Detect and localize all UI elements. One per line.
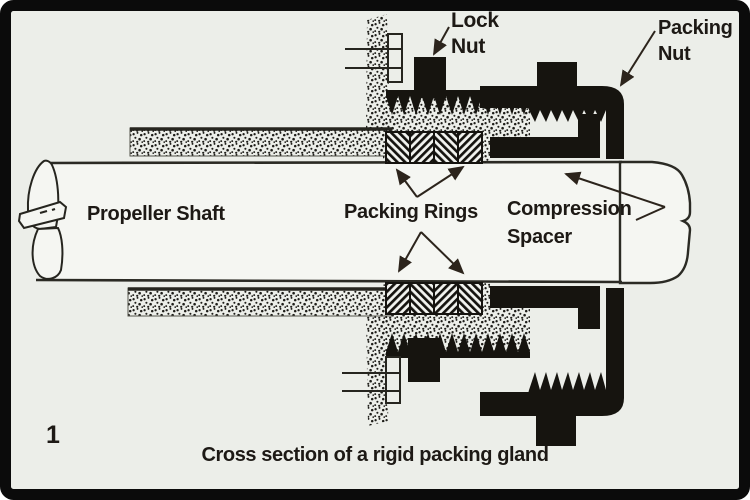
lock-nut-shape: [408, 57, 446, 382]
compression-spacer-arrow-tail: [635, 206, 666, 221]
packing-rings-arrow-top-left: [395, 168, 418, 198]
annotation-arrows: [395, 26, 666, 275]
compression-spacer-arrow: [564, 171, 666, 208]
propeller-shaft-shape: [35, 160, 692, 285]
packing-rings-arrow-top-right: [416, 165, 465, 198]
label-packing-nut: Packing Nut: [658, 15, 733, 67]
flange-bolt-bottom: [342, 356, 401, 404]
propeller-shape: [17, 159, 68, 280]
label-lock-nut-line2: Nut: [451, 35, 486, 58]
label-compression-spacer: Compression Spacer: [507, 195, 632, 251]
label-packing-rings: Packing Rings: [344, 201, 478, 223]
packing-rings-top-shape: [385, 131, 483, 164]
figure-caption: Cross section of a rigid packing gland: [201, 444, 549, 466]
label-lock-nut-line1: Lock: [451, 9, 499, 32]
label-packing-nut-line2: Nut: [658, 43, 691, 65]
label-propeller-shaft: Propeller Shaft: [87, 203, 225, 225]
packing-nut-shape: [480, 62, 624, 446]
label-packing-nut-line1: Packing: [658, 17, 733, 39]
stern-tube-bottom-shape: [127, 283, 530, 426]
packing-rings-bottom-shape: [385, 282, 483, 315]
label-lock-nut: Lock Nut: [451, 8, 499, 60]
packing-nut-arrow: [619, 30, 656, 87]
label-compression-spacer-line2: Spacer: [507, 226, 572, 248]
lock-nut-arrow: [433, 26, 450, 56]
packing-rings-arrow-bottom-left: [398, 231, 422, 273]
compression-spacer-shape: [490, 114, 600, 329]
label-compression-spacer-line1: Compression: [507, 198, 632, 220]
flange-bolt-top: [345, 33, 403, 83]
figure-number: 1: [46, 421, 60, 449]
packing-rings-arrow-bottom-right: [420, 231, 465, 275]
